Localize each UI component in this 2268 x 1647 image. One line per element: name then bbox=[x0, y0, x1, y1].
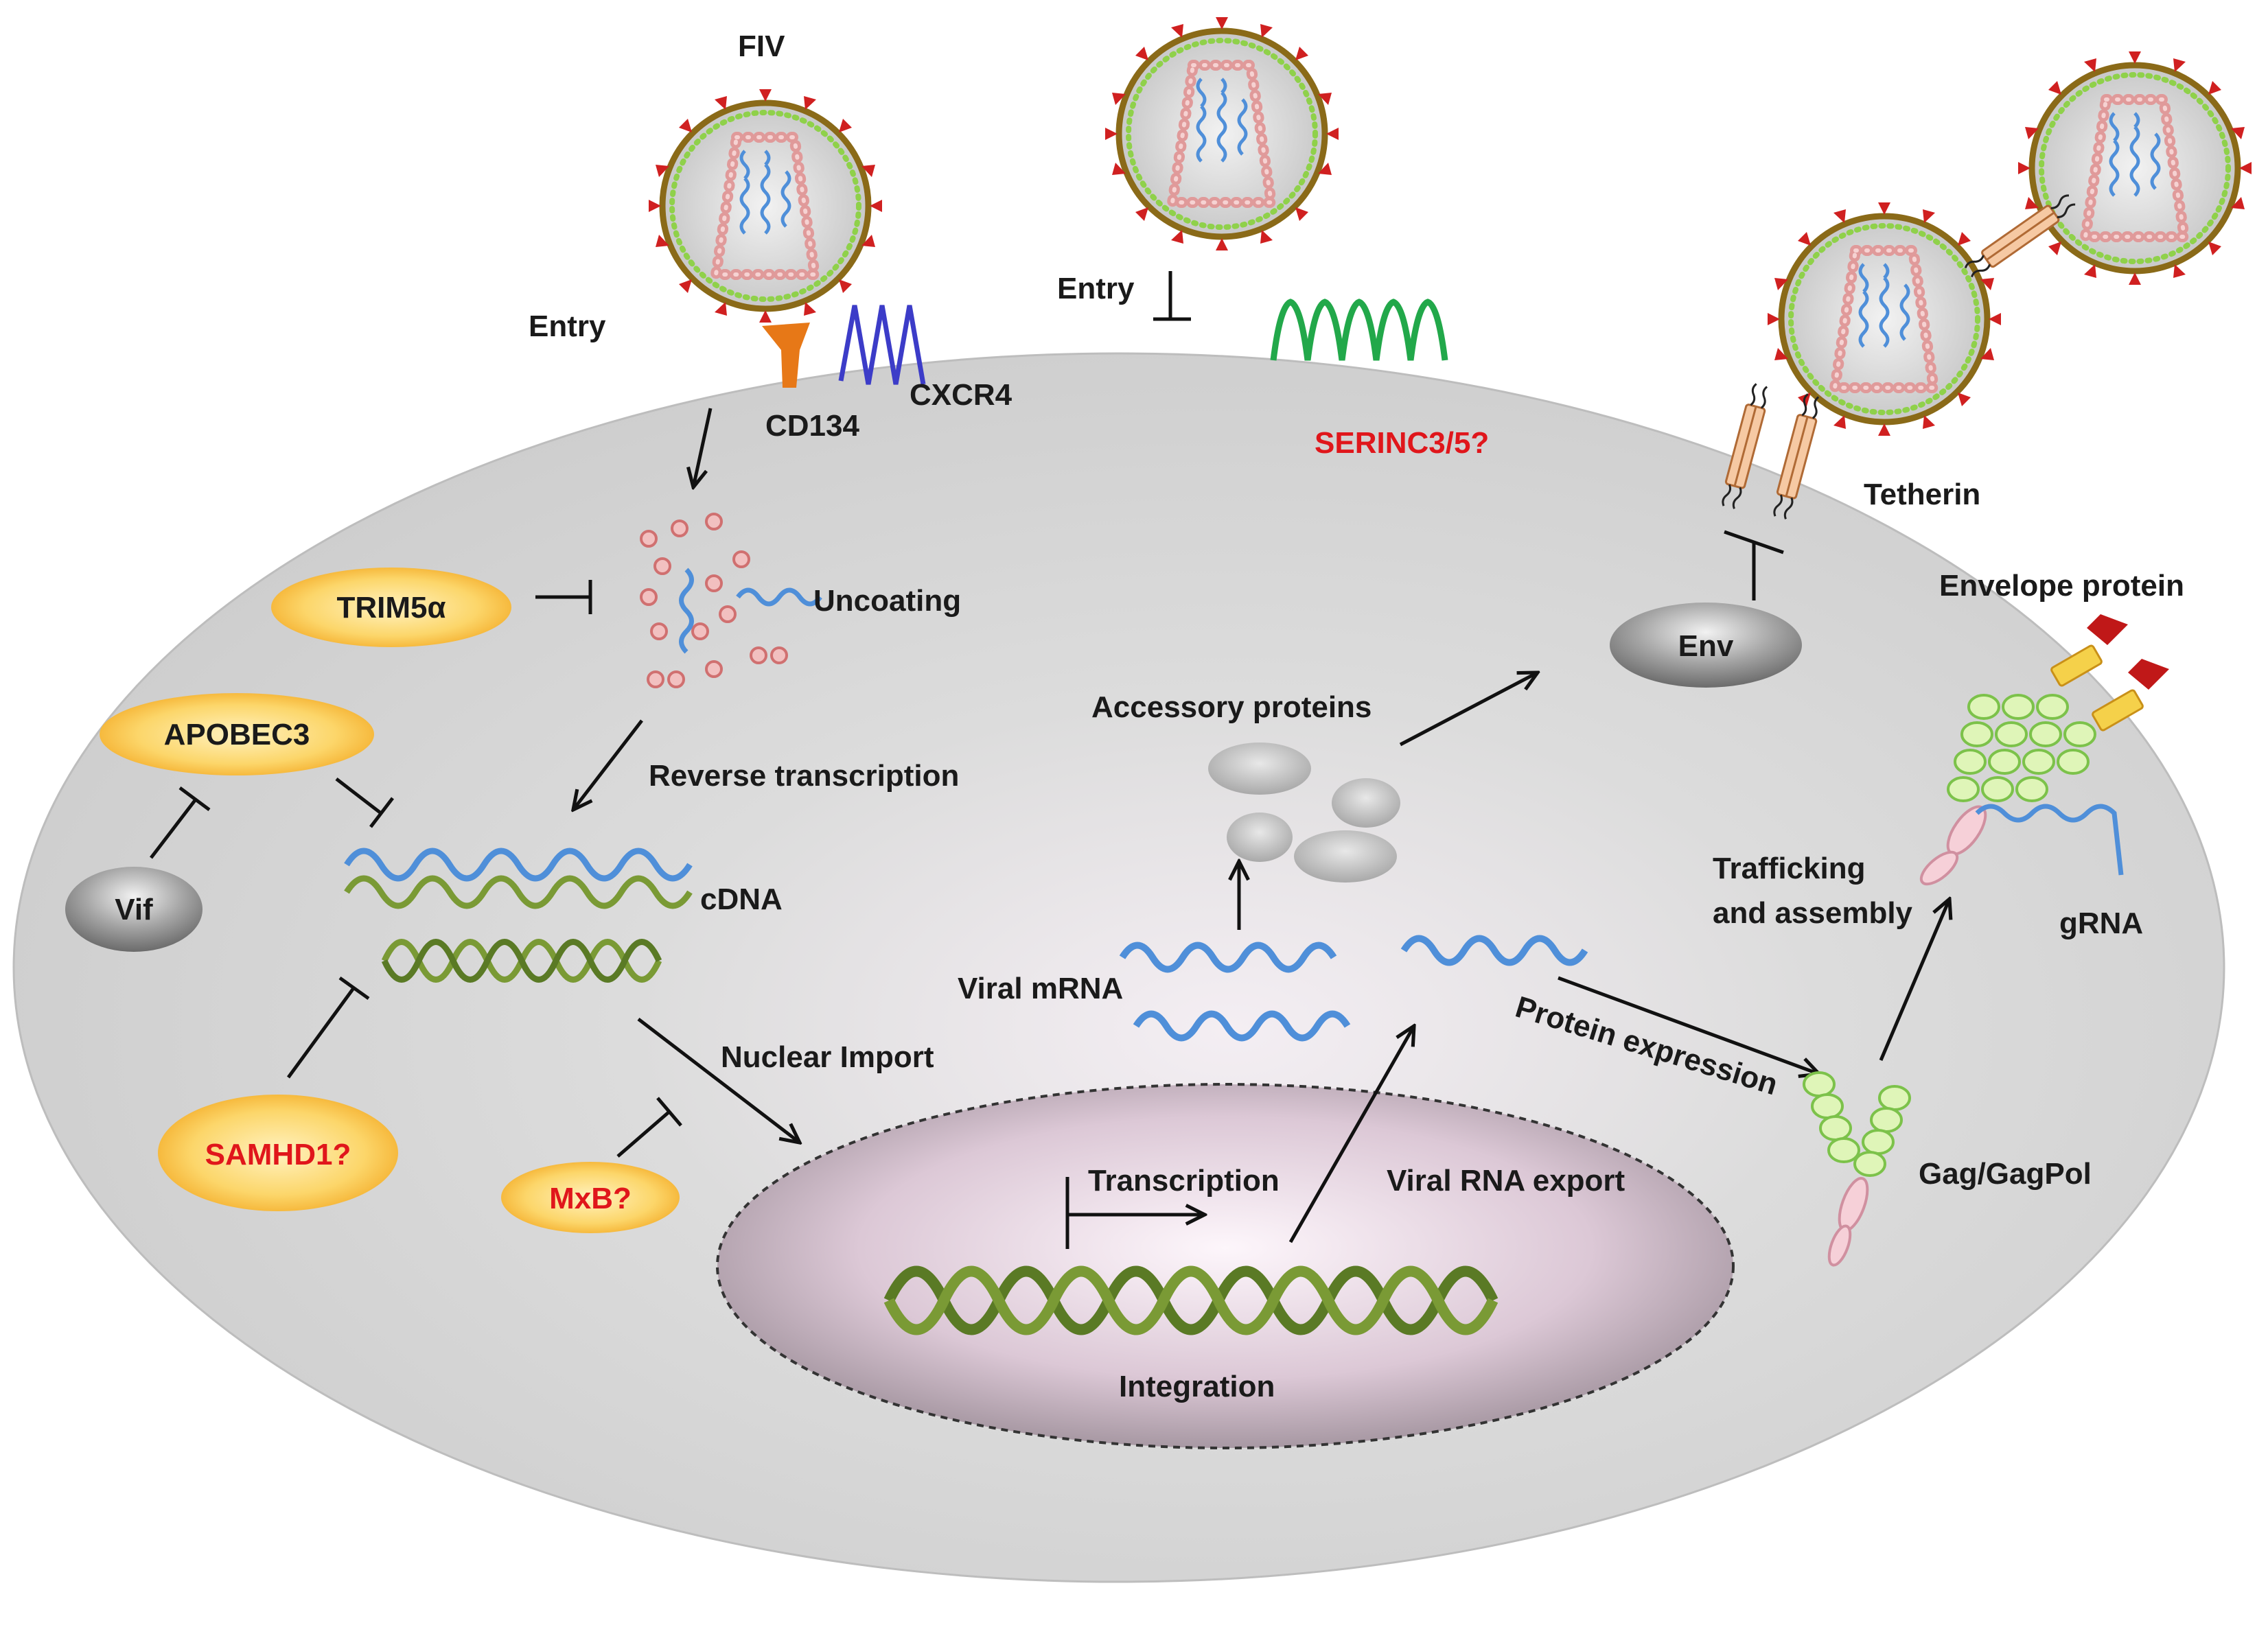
fiv-virion-icon bbox=[1105, 17, 1339, 250]
viral-rna-export-label: Viral RNA export bbox=[1387, 1164, 1625, 1198]
capsid-fragment-icon bbox=[640, 513, 788, 688]
rna-strand-icon bbox=[1119, 942, 1337, 973]
integration-label: Integration bbox=[1119, 1370, 1275, 1403]
cd134-label: CD134 bbox=[765, 409, 859, 443]
vif-label: Vif bbox=[115, 893, 153, 926]
cell-nucleus bbox=[716, 1083, 1735, 1449]
nuclear-import-label: Nuclear Import bbox=[721, 1040, 934, 1074]
envelope-protein-label: Envelope protein bbox=[1939, 569, 2184, 603]
grna-label: gRNA bbox=[2059, 907, 2143, 940]
rna-strand-icon bbox=[1133, 1010, 1351, 1042]
gag-protein-icon bbox=[1919, 694, 2096, 886]
dna-helix-icon bbox=[883, 1265, 1498, 1335]
entry-left-label: Entry bbox=[529, 309, 606, 343]
cxcr4-label: CXCR4 bbox=[910, 378, 1012, 412]
rna-strand-icon bbox=[1400, 935, 1588, 966]
cdna-label: cDNA bbox=[700, 883, 783, 916]
entry-mid-label: Entry bbox=[1057, 272, 1135, 305]
vif-node bbox=[65, 867, 202, 952]
dna-helix-icon bbox=[883, 1265, 1498, 1335]
dna-helix-icon bbox=[381, 939, 662, 983]
fiv-label: FIV bbox=[738, 30, 785, 63]
env-label: Env bbox=[1678, 629, 1734, 663]
gag-protein-icon bbox=[1803, 1071, 1911, 1267]
rna-strand-icon bbox=[679, 568, 694, 654]
mxb-label: MxB? bbox=[549, 1182, 632, 1215]
transcription-label: Transcription bbox=[1088, 1164, 1280, 1198]
rna-strand-icon bbox=[736, 587, 822, 607]
gag-gagpol-label: Gag/GagPol bbox=[1919, 1157, 2092, 1191]
receptor-icon bbox=[762, 323, 810, 388]
tetherin-label: Tetherin bbox=[1864, 478, 1980, 511]
assembly-label: and assembly bbox=[1713, 896, 1913, 930]
mxb-node bbox=[501, 1162, 680, 1233]
samhd1-label: SAMHD1? bbox=[205, 1138, 351, 1171]
rna-strand-icon bbox=[1975, 804, 2124, 876]
reverse-transcription-label: Reverse transcription bbox=[649, 759, 959, 793]
coreceptor-icon bbox=[838, 305, 926, 385]
fiv-virion-icon bbox=[649, 89, 882, 323]
accessory-proteins-label: Accessory proteins bbox=[1091, 690, 1372, 724]
uncoating-label: Uncoating bbox=[813, 584, 961, 618]
envelope-spike-icon bbox=[2050, 614, 2169, 732]
trim5a-label: TRIM5α bbox=[336, 591, 445, 624]
serinc-label: SERINC3/5? bbox=[1315, 426, 1489, 460]
serinc-icon bbox=[1270, 299, 1448, 361]
trafficking-label: Trafficking bbox=[1713, 852, 1866, 885]
viral-mrna-label: Viral mRNA bbox=[958, 972, 1123, 1005]
env-node bbox=[1610, 603, 1802, 688]
fiv-virion-icon bbox=[2018, 51, 2252, 285]
dna-helix-icon bbox=[344, 875, 693, 909]
samhd1-node bbox=[158, 1095, 398, 1211]
trim5a-node bbox=[271, 568, 511, 647]
fiv-virion-icon bbox=[1768, 202, 2001, 436]
dna-helix-icon bbox=[344, 848, 693, 882]
apobec3-label: APOBEC3 bbox=[164, 718, 310, 751]
apobec3-node bbox=[100, 693, 374, 775]
accessory-proteins-group bbox=[1208, 743, 1400, 883]
